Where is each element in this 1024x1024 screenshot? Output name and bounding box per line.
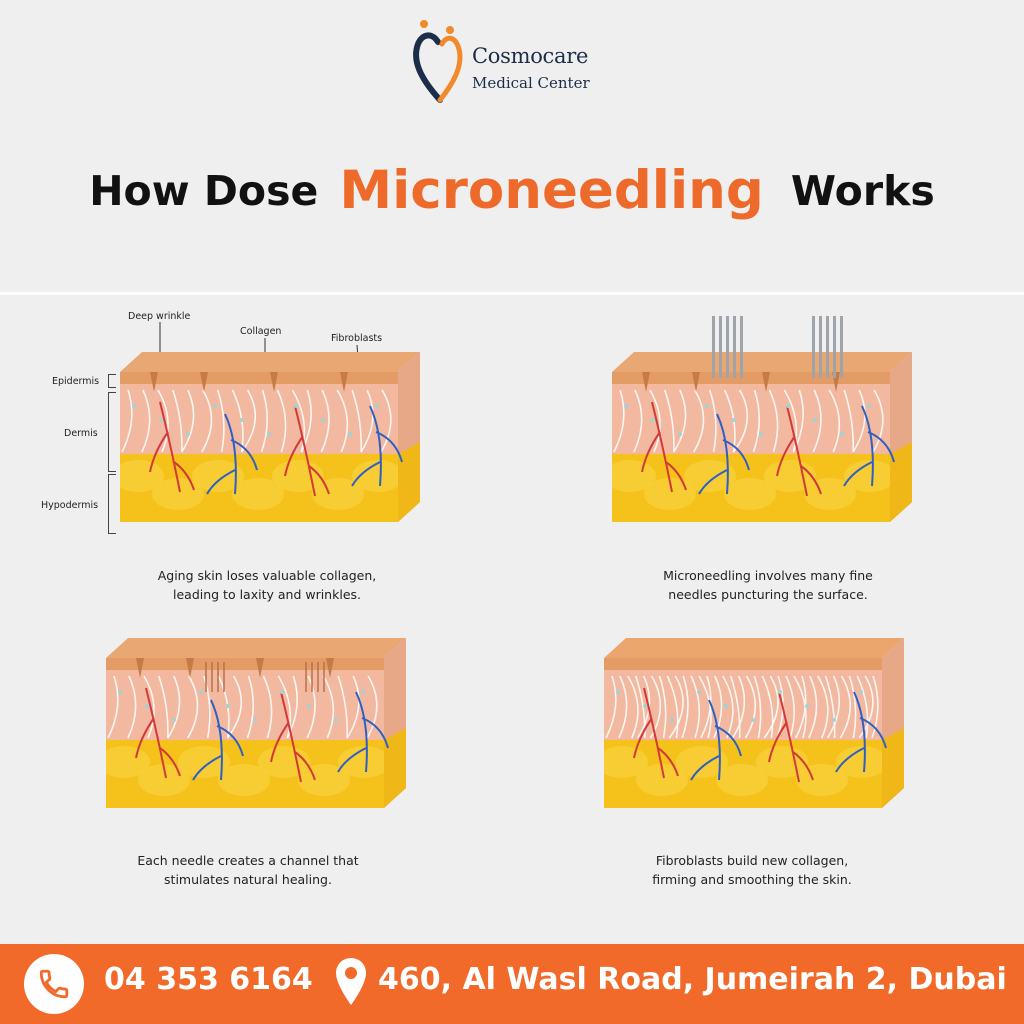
label-deep-wrinkle: Deep wrinkle xyxy=(128,311,191,322)
skin-diagram-aging xyxy=(120,352,420,522)
title-highlight: Microneedling xyxy=(339,160,764,221)
title-part-1: How Dose xyxy=(89,166,319,215)
caption-new-collagen: Fibroblasts build new collagen, firming … xyxy=(592,851,912,889)
caption-new-collagen-line1: Fibroblasts build new collagen, xyxy=(655,853,849,868)
phone-number[interactable]: 04 353 6164 xyxy=(104,962,313,997)
caption-needles-line1: Microneedling involves many fine xyxy=(663,568,873,583)
section-divider xyxy=(0,292,1024,295)
label-collagen: Collagen xyxy=(240,326,282,337)
brand-logo: Cosmocare Medical Center xyxy=(410,18,630,108)
page-title: How Dose Microneedling Works xyxy=(0,160,1024,221)
caption-channels-line2: stimulates natural healing. xyxy=(164,872,332,887)
label-fibroblasts: Fibroblasts xyxy=(331,333,383,344)
label-dermis: Dermis xyxy=(64,428,98,439)
label-epidermis: Epidermis xyxy=(52,376,100,387)
skin-diagram-needles xyxy=(612,316,912,522)
caption-new-collagen-line2: firming and smoothing the skin. xyxy=(652,872,852,887)
phone-button[interactable] xyxy=(24,954,84,1014)
brand-name: Cosmocare xyxy=(472,44,589,68)
title-part-2: Works xyxy=(790,166,935,215)
caption-aging: Aging skin loses valuable collagen, lead… xyxy=(107,566,427,604)
epidermis-bracket xyxy=(108,374,116,388)
contact-footer: 04 353 6164 460, Al Wasl Road, Jumeirah … xyxy=(0,944,1024,1024)
dermis-bracket xyxy=(108,392,116,472)
address[interactable]: 460, Al Wasl Road, Jumeirah 2, Dubai xyxy=(378,962,1007,997)
phone-icon xyxy=(39,969,69,999)
map-pin-icon xyxy=(336,958,366,1005)
brand-subtitle: Medical Center xyxy=(472,74,590,92)
hypodermis-bracket xyxy=(108,474,116,534)
caption-aging-line2: leading to laxity and wrinkles. xyxy=(173,587,361,602)
heart-logo-icon xyxy=(413,20,463,103)
skin-diagram-new-collagen xyxy=(604,638,904,808)
caption-needles: Microneedling involves many fine needles… xyxy=(608,566,928,604)
skin-diagram-channels xyxy=(106,638,406,808)
caption-channels: Each needle creates a channel that stimu… xyxy=(88,851,408,889)
caption-channels-line1: Each needle creates a channel that xyxy=(137,853,359,868)
caption-needles-line2: needles puncturing the surface. xyxy=(668,587,868,602)
caption-aging-line1: Aging skin loses valuable collagen, xyxy=(157,568,377,583)
label-hypodermis: Hypodermis xyxy=(41,500,99,511)
